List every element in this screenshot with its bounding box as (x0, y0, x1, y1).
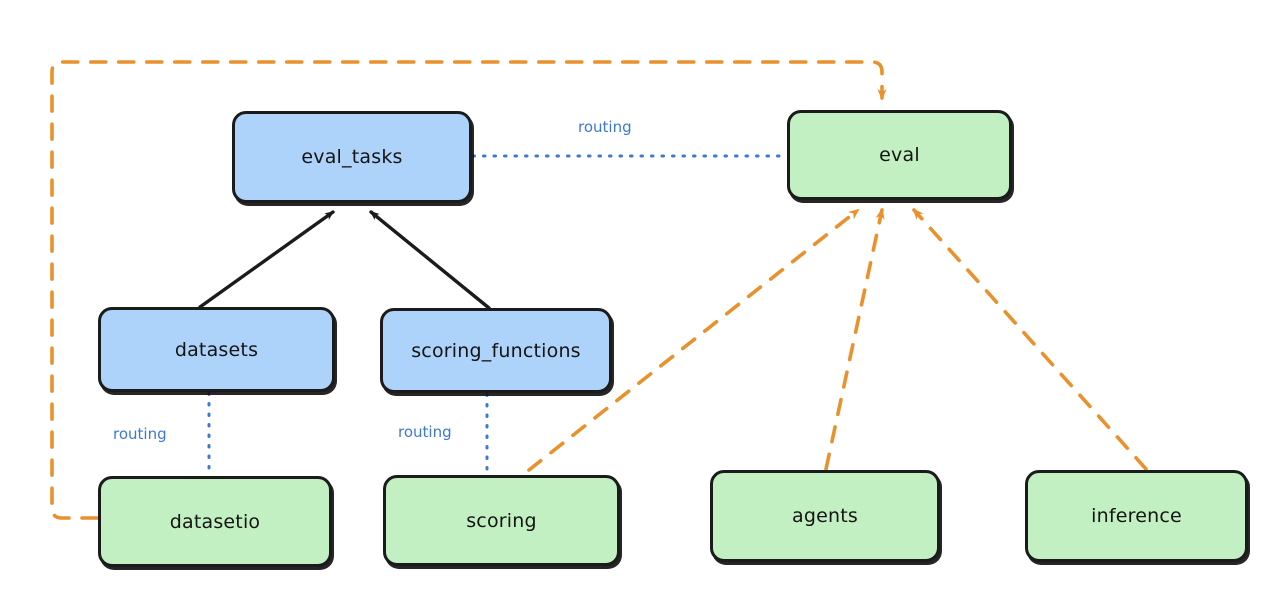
node-eval-tasks-label: eval_tasks (301, 146, 403, 168)
node-datasets-label: datasets (174, 338, 259, 361)
node-scoring[interactable]: scoring (383, 475, 620, 566)
node-inference[interactable]: inference (1025, 470, 1248, 562)
node-agents[interactable]: agents (710, 470, 940, 562)
node-scoring-functions[interactable]: scoring_functions (380, 308, 612, 393)
node-scoring-functions-label: scoring_functions (411, 339, 581, 362)
edge-datasets-to-eval_tasks (198, 210, 335, 309)
edge-label-routing-scoring-functions-scoring: routing (398, 423, 452, 441)
node-datasetio[interactable]: datasetio (98, 476, 332, 567)
node-eval[interactable]: eval (787, 110, 1012, 200)
node-eval-label: eval (879, 144, 920, 166)
node-datasets[interactable]: datasets (98, 307, 335, 392)
node-scoring-label: scoring (466, 509, 537, 532)
node-inference-label: inference (1091, 505, 1182, 527)
node-agents-label: agents (792, 505, 858, 527)
edge-label-routing-datasets-datasetio: routing (113, 425, 167, 443)
node-datasetio-label: datasetio (169, 510, 261, 533)
edge-label-routing-eval-tasks-eval: routing (578, 118, 632, 136)
node-eval-tasks[interactable]: eval_tasks (232, 111, 472, 203)
edge-scoring_functions-to-eval_tasks (369, 210, 491, 310)
edge-inference-to-eval (912, 208, 1148, 471)
edge-agents-to-eval (824, 208, 885, 471)
